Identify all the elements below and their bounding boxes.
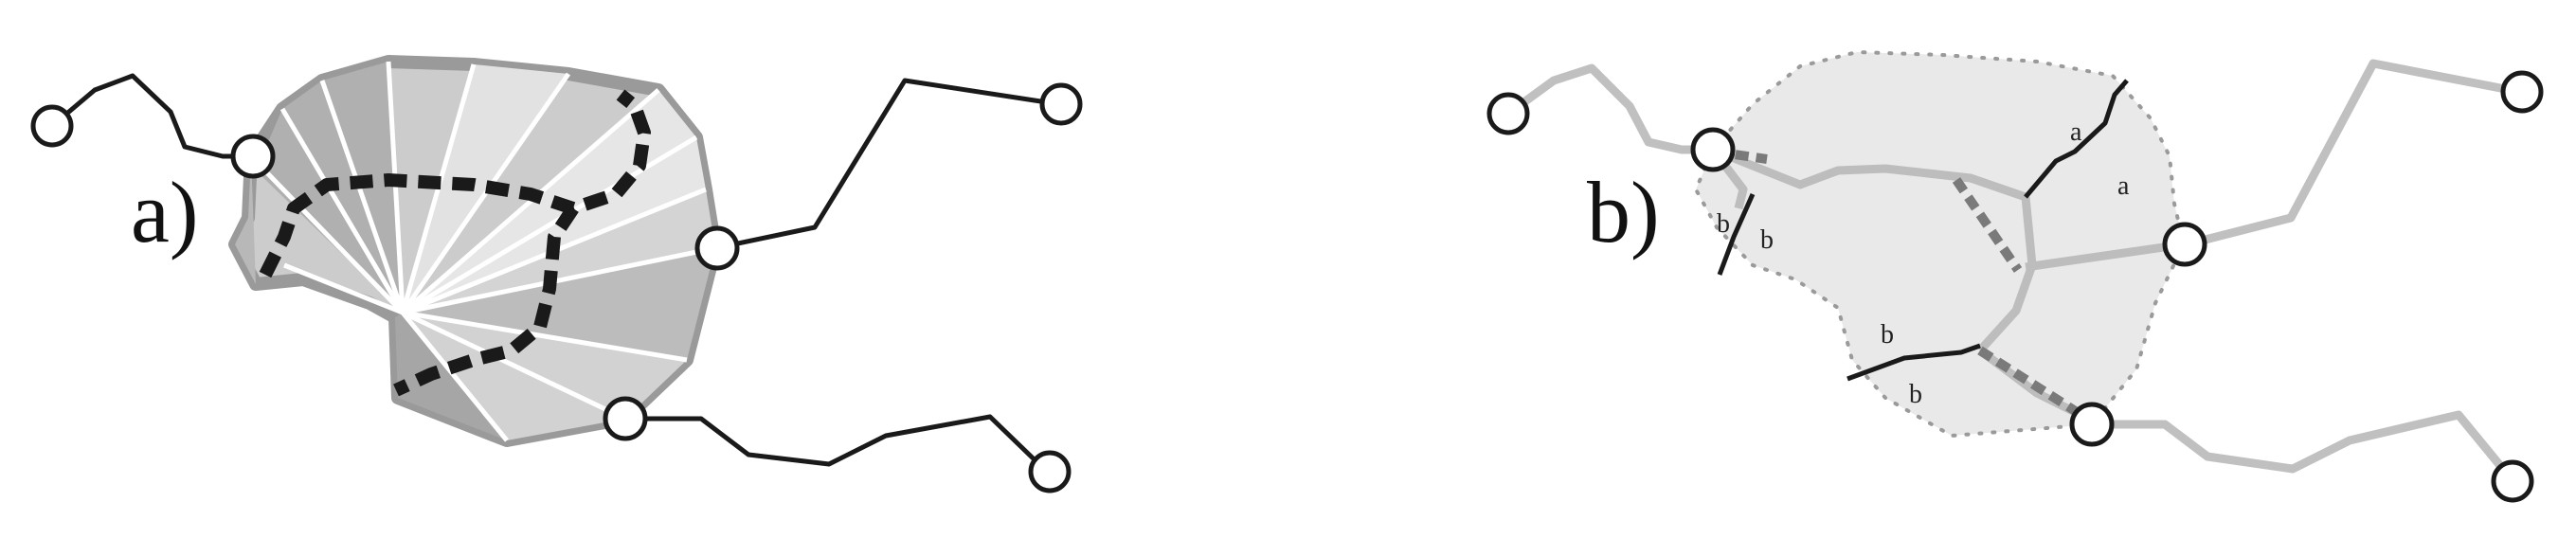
panel-b-right-line [2185,59,2521,249]
panel-a-node-left-outer [30,104,74,148]
panel-a: a) [30,55,1083,493]
panel-b-node-bottom-outer [2491,459,2534,503]
panel-b-bottom-line [2092,410,2514,481]
panel-a-node-left-inner [230,134,276,179]
panel-a-label: a) [131,164,198,260]
panel-b-edge-label-b2: b [1760,225,1774,255]
panel-a-node-right-inner [694,225,740,271]
panel-b-node-left-outer [1486,92,1530,135]
panel-b-edge-label-a1: a [2070,117,2082,147]
panel-a-right-line [714,78,1060,251]
panel-a-dashed-path [259,89,651,278]
panel-b-node-left-inner [1690,127,1736,172]
panel-a-dashed-branch [393,205,579,397]
panel-b-edge-label-b3: b [1881,320,1894,350]
panel-a-bottom-line [625,414,1049,474]
panel-b-label: b) [1587,164,1660,260]
panel-b-edge-label-b4: b [1909,380,1922,409]
panel-a-facet-8 [235,156,256,284]
panel-b-edge-label-b1: b [1717,209,1730,239]
panel-a-fan-lines [249,61,716,442]
panel-a-node-bottom-outer [1028,450,1072,493]
panel-b-left-line [1505,63,1713,154]
panel-b-edge-label-a2: a [2117,171,2130,201]
panel-b-node-right-inner [2162,222,2207,267]
panel-a-node-right-outer [1039,82,1083,126]
panel-b-node-right-outer [2500,70,2544,114]
panel-b: a a b b b b b) [1486,49,2544,503]
panel-b-node-bottom-inner [2069,402,2115,447]
panel-b-region [1693,49,2187,439]
panel-a-node-bottom-inner [603,396,648,441]
panel-a-facet-5 [403,248,715,360]
panel-b-edges [1717,79,2129,382]
panel-a-left-line [50,73,251,159]
